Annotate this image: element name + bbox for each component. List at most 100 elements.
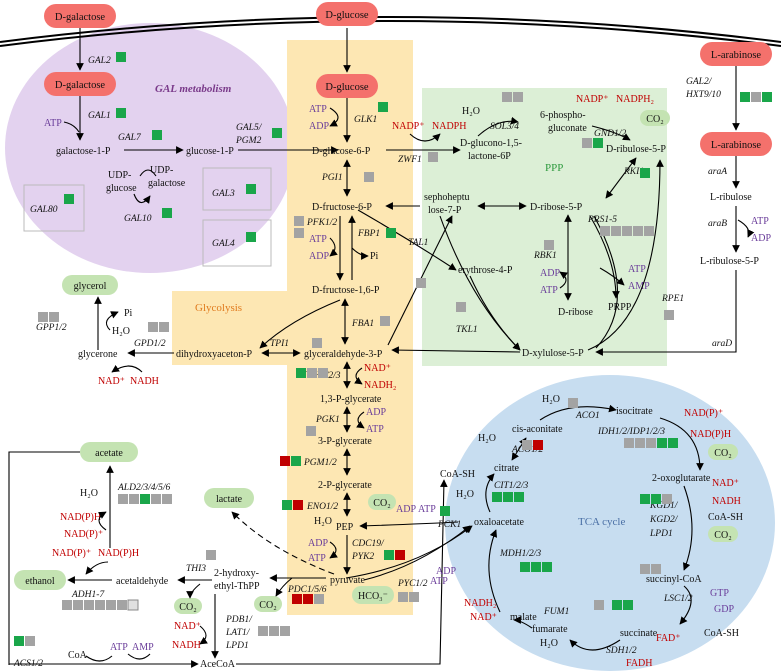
status-lsc-2 (651, 564, 661, 574)
gene-pdb-line2: LAT1/ (225, 628, 251, 638)
tdh-nadh2: NADH₂ (364, 380, 396, 391)
glk1-atp: ATP (309, 104, 327, 115)
gluconolactone-line2: lactone-6P (468, 151, 511, 162)
pyruvate: pyruvate (330, 575, 366, 586)
gene-eno: ENO1/2 (306, 502, 338, 512)
kgd-co2-node (708, 526, 738, 542)
zwf1-nadph: NADPH (432, 121, 466, 132)
gene-zwf1: ZWF1 (398, 155, 422, 165)
status-ald-3 (140, 494, 150, 504)
pck-atp: ATP (418, 504, 436, 515)
udp-glucose-line1: UDP- (108, 170, 131, 181)
glycolysis-region-label: Glycolysis (195, 302, 242, 314)
acs-atp: ATP (110, 642, 128, 653)
status-gpd-2 (159, 322, 169, 332)
status-arabinose-2 (751, 92, 761, 102)
phosphogluconate-line2: gluconate (548, 123, 587, 134)
ppp-co2: CO₂ (646, 114, 663, 125)
gene-idh: IDH1/2/IDP1/2/3 (597, 427, 665, 437)
pyc-atp: ATP (430, 576, 448, 587)
status-glk1 (378, 102, 388, 112)
idh-co2: CO₂ (714, 448, 731, 459)
status-pdc-3 (314, 594, 324, 604)
gene-pgi1: PGI1 (321, 173, 343, 183)
gene-pdb-line3: LPD1 (225, 641, 249, 651)
status-prs-5 (644, 226, 654, 236)
gnd-nadp: NADP⁺ (576, 94, 609, 105)
adh-nadp: NAD(P)⁺ (52, 548, 91, 559)
cell-membrane-outer (0, 16, 781, 43)
status-adh-2 (73, 600, 83, 610)
udp-galactose-line2: galactose (148, 178, 186, 189)
gene-pgk1: PGK1 (315, 415, 340, 425)
status-adh-4 (95, 600, 105, 610)
glk1-adp: ADP (309, 121, 329, 132)
status-kgd-3 (662, 494, 672, 504)
gluconolactone-line1: D-glucono-1,5- (460, 138, 522, 149)
gene-pgm: PGM1/2 (303, 458, 337, 468)
intracellular-arabinose-label: L-arabinose (711, 140, 761, 151)
adh-nadph: NAD(P)H (98, 548, 139, 559)
gene-gal2: GAL2 (88, 56, 111, 66)
gene-status-squares (14, 52, 772, 646)
pdb-nadh: NADH (172, 640, 201, 651)
status-pdc-2 (303, 594, 313, 604)
status-gnd-1 (582, 138, 592, 148)
status-cit-2 (503, 492, 513, 502)
ald-nadph: NAD(P)H (60, 512, 101, 523)
tca-h2o-aco: H₂O (478, 433, 496, 444)
status-gal2 (116, 52, 126, 62)
mdh-nad: NAD⁺ (470, 612, 497, 623)
glycerol-label: glycerol (74, 281, 107, 292)
gene-fum: FUM1 (543, 607, 569, 617)
gene-araa: araA (708, 167, 727, 177)
extracellular-arabinose-node (700, 42, 772, 66)
status-gal80 (64, 194, 74, 204)
tca-coa-sh-top: CoA-SH (440, 469, 475, 480)
hethpp-line2: ethyl-ThPP (214, 581, 260, 592)
hco3-label: HCO₃⁻ (358, 591, 388, 602)
status-aco12-2 (533, 440, 543, 450)
status-prs-1 (600, 226, 610, 236)
erythrose-4p: erythrose-4-P (458, 265, 513, 276)
intracellular-galactose-node (44, 72, 116, 96)
gene-tpi1: TPI1 (270, 339, 289, 349)
sedoheptulose-line1: sephoheptu (424, 192, 470, 203)
udp-galactose-line1: UDP- (150, 165, 173, 176)
pep: PEP (336, 522, 354, 533)
gnd-nadph2: NADPH₂ (616, 94, 654, 105)
status-pdc-1 (292, 594, 302, 604)
idh-nadph: NAD(P)H (690, 429, 731, 440)
gene-cit: CIT1/2/3 (494, 481, 529, 491)
status-adh-6 (117, 600, 127, 610)
gene-aco1: ACO1 (575, 411, 600, 421)
l-ribulose-5p: L-ribulose-5-P (700, 256, 759, 267)
status-ald-1 (118, 494, 128, 504)
status-gal3 (246, 184, 256, 194)
status-eno-1 (282, 500, 292, 510)
status-aco12-1 (522, 440, 532, 450)
lsc-gtp: GTP (710, 588, 729, 599)
gene-arab: araB (708, 219, 727, 229)
oxoglutarate: 2-oxoglutarate (652, 473, 711, 484)
status-prs-4 (633, 226, 643, 236)
gene-pyc: PYC1/2 (397, 579, 428, 589)
status-gal7 (152, 130, 162, 140)
prpp: PRPP (608, 302, 632, 313)
status-pdb-3 (280, 626, 290, 636)
status-arabinose-3 (762, 92, 772, 102)
pgk1-atp: ATP (366, 424, 384, 435)
thi3-co2: CO₂ (179, 602, 196, 613)
status-pyk-2 (395, 550, 405, 560)
pg2: 2-P-glycerate (318, 480, 372, 491)
gene-gal5-line2: PGM2 (235, 136, 262, 146)
l-ribulose: L-ribulose (710, 192, 752, 203)
gpd-nadh: NADH (130, 376, 159, 387)
fumarate: fumarate (532, 624, 568, 635)
gene-pck1: PCK1 (437, 520, 461, 530)
status-ald-5 (162, 494, 172, 504)
ppp-region-label: PPP (545, 162, 563, 174)
lactate-label: lactate (216, 494, 243, 505)
status-gpp-2 (49, 312, 59, 322)
